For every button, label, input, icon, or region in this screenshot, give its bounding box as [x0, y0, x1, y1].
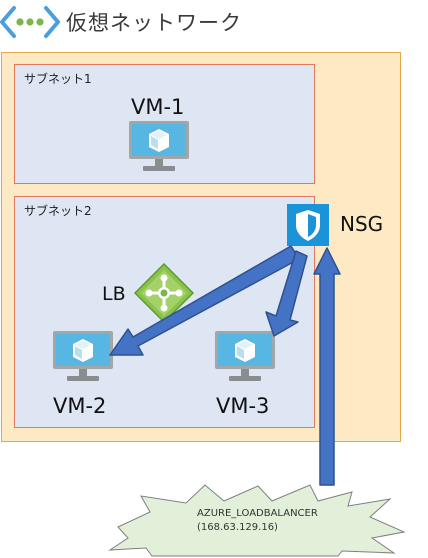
arrow-nsg-to-vm-2 [109, 245, 300, 356]
virtual-network-title: 仮想ネットワーク [66, 11, 242, 35]
service-tag-address: (168.63.129.16) [197, 522, 278, 533]
virtual-machine-icon [129, 121, 189, 171]
service-tag-name: AZURE_LOADBALANCER [197, 508, 318, 519]
load-balancer-icon [133, 262, 195, 324]
vm-2-label: VM-2 [53, 394, 107, 418]
subnet-1-label: サブネット1 [24, 72, 92, 86]
arrow-service-tag-to-nsg [313, 247, 341, 486]
virtual-machine-icon [215, 331, 275, 381]
lb-label: LB [102, 283, 126, 305]
shield-icon [287, 204, 329, 246]
arrow-nsg-to-vm-3 [265, 250, 308, 337]
subnet-2-label: サブネット2 [24, 204, 92, 218]
nsg-label: NSG [340, 212, 384, 236]
virtual-network-icon [0, 6, 60, 38]
vm-3-label: VM-3 [216, 394, 270, 418]
vm-1-label: VM-1 [131, 95, 185, 119]
virtual-machine-icon [53, 331, 113, 381]
